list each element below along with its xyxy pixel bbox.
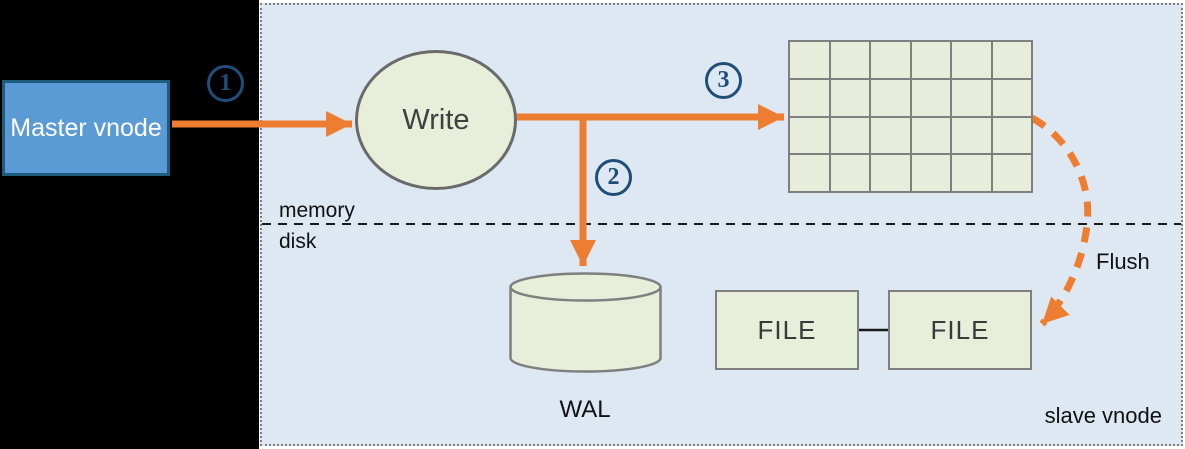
slave-vnode-label: slave vnode bbox=[1044, 403, 1162, 428]
file-node-2: FILE bbox=[888, 290, 1032, 370]
memtable-cell bbox=[790, 117, 829, 154]
memtable-cell bbox=[830, 155, 869, 191]
write-label: Write bbox=[402, 103, 470, 136]
memtable-cell bbox=[952, 79, 991, 116]
step-number: 3 bbox=[717, 67, 730, 93]
memtable-cell bbox=[952, 117, 991, 154]
memtable-cell bbox=[790, 155, 829, 191]
step-badge-3: 3 bbox=[705, 62, 742, 99]
memtable-cell bbox=[992, 155, 1031, 191]
memory-zone-label: memory bbox=[279, 199, 355, 222]
memtable-cell bbox=[992, 42, 1031, 78]
step-badge-2: 2 bbox=[595, 159, 632, 196]
memtable-cell bbox=[790, 42, 829, 78]
memtable-cell bbox=[871, 42, 910, 78]
master-vnode-label: Master vnode bbox=[10, 113, 162, 142]
file-node-1: FILE bbox=[715, 290, 859, 370]
memtable-cell bbox=[911, 79, 950, 116]
memtable-cell bbox=[952, 42, 991, 78]
memtable-cell bbox=[871, 155, 910, 191]
memtable-cell bbox=[911, 117, 950, 154]
wal-cylinder-icon bbox=[509, 272, 662, 373]
file-label: FILE bbox=[757, 314, 817, 345]
wal-label: WAL bbox=[559, 396, 611, 423]
flush-label: Flush bbox=[1096, 249, 1150, 274]
memtable-cell bbox=[830, 117, 869, 154]
memtable-cell bbox=[911, 42, 950, 78]
memtable-cell bbox=[992, 79, 1031, 116]
step-number: 2 bbox=[607, 164, 620, 190]
step-number: 1 bbox=[219, 70, 232, 96]
master-vnode-node: Master vnode bbox=[2, 80, 170, 176]
memtable-cell bbox=[830, 79, 869, 116]
memtable-grid bbox=[788, 40, 1033, 193]
memtable-cell bbox=[790, 79, 829, 116]
memtable-cell bbox=[871, 79, 910, 116]
write-node: Write bbox=[355, 50, 517, 190]
memtable-cell bbox=[992, 117, 1031, 154]
flush-dashed-arrow bbox=[1030, 114, 1092, 327]
file-label: FILE bbox=[930, 314, 990, 345]
disk-zone-label: disk bbox=[279, 230, 317, 253]
step-badge-1: 1 bbox=[207, 65, 244, 102]
memtable-cell bbox=[911, 155, 950, 191]
memtable-cell bbox=[871, 117, 910, 154]
memtable-cell bbox=[830, 42, 869, 78]
memtable-cell bbox=[952, 155, 991, 191]
